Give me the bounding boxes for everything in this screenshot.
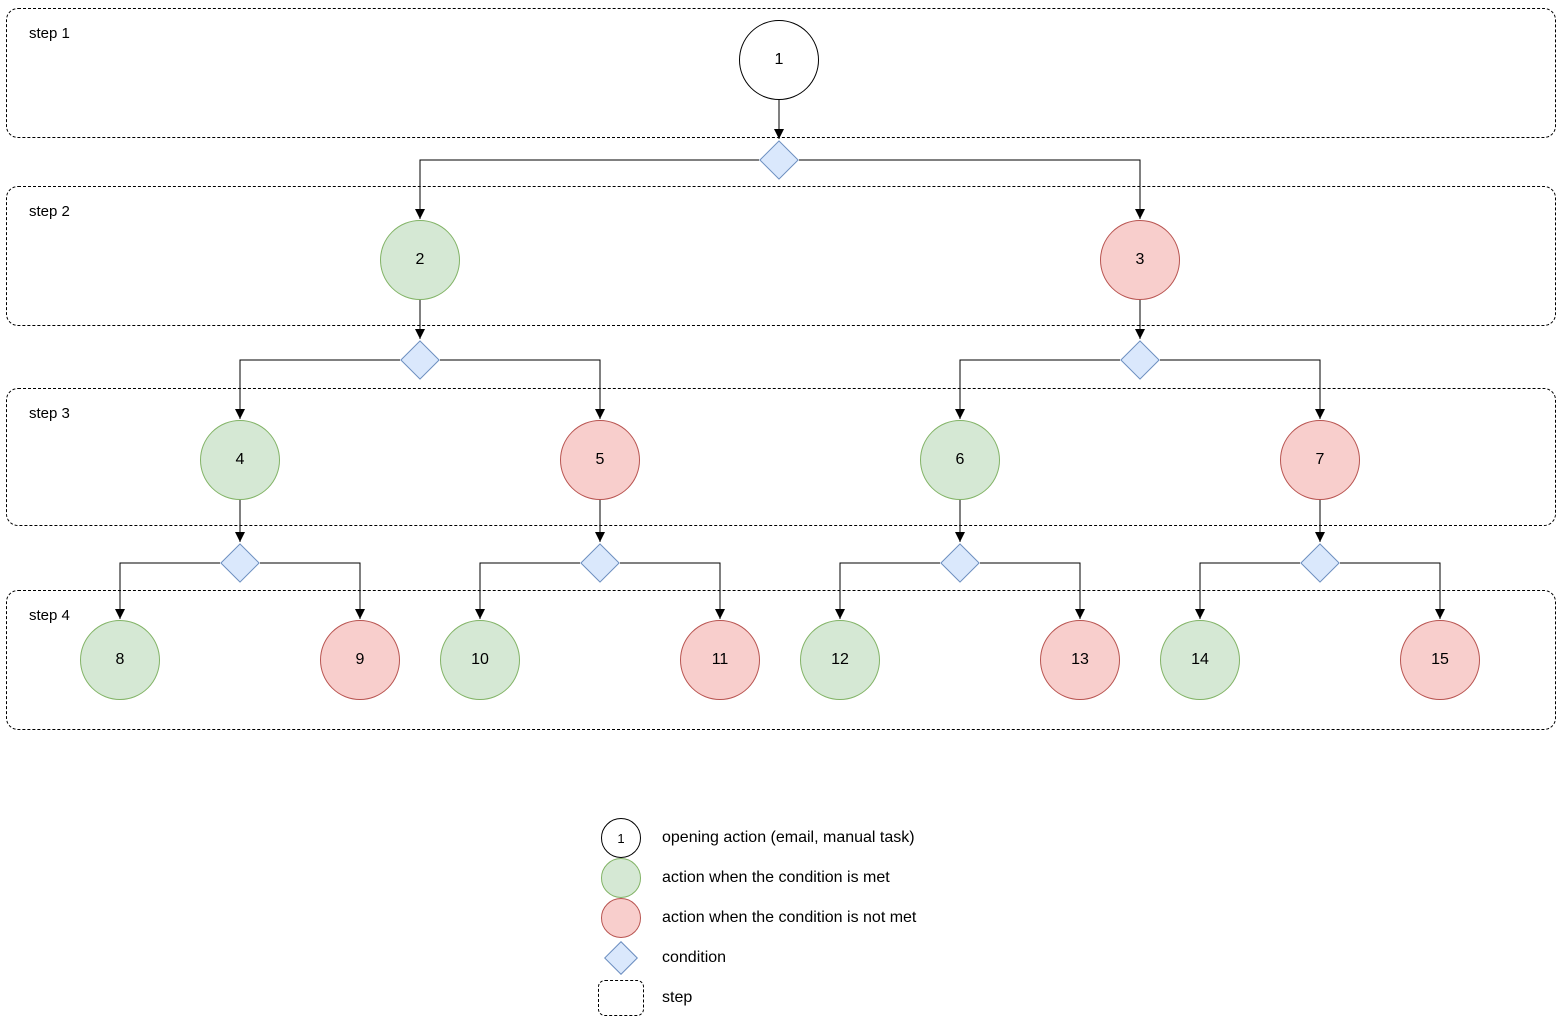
- step-4-label: step 4: [29, 607, 70, 624]
- legend-item-step: step: [598, 978, 916, 1018]
- legend-met-label: action when the condition is met: [662, 869, 890, 886]
- step-2-box: step 2: [6, 186, 1556, 326]
- legend-item-opening: 1 opening action (email, manual task): [598, 818, 916, 858]
- node-7: 7: [1280, 420, 1360, 500]
- node-8: 8: [80, 620, 160, 700]
- node-5: 5: [560, 420, 640, 500]
- step-1-label: step 1: [29, 25, 70, 42]
- node-1: 1: [739, 20, 819, 100]
- legend-opening-label: opening action (email, manual task): [662, 829, 915, 846]
- legend-item-not-met: action when the condition is not met: [598, 898, 916, 938]
- node-3: 3: [1100, 220, 1180, 300]
- legend: 1 opening action (email, manual task) ac…: [598, 818, 916, 1018]
- node-12: 12: [800, 620, 880, 700]
- node-13: 13: [1040, 620, 1120, 700]
- node-10: 10: [440, 620, 520, 700]
- legend-met-circle-icon: [601, 858, 641, 898]
- node-2: 2: [380, 220, 460, 300]
- step-2-label: step 2: [29, 203, 70, 220]
- legend-item-condition: condition: [598, 938, 916, 978]
- legend-not-met-label: action when the condition is not met: [662, 909, 917, 926]
- legend-item-met: action when the condition is met: [598, 858, 916, 898]
- legend-step-label: step: [662, 989, 693, 1006]
- legend-step-box-icon: [598, 980, 644, 1016]
- step-3-label: step 3: [29, 405, 70, 422]
- legend-condition-diamond-icon: [604, 941, 638, 975]
- legend-opening-circle-icon: 1: [601, 818, 641, 858]
- node-11: 11: [680, 620, 760, 700]
- legend-condition-label: condition: [662, 949, 727, 966]
- node-9: 9: [320, 620, 400, 700]
- node-14: 14: [1160, 620, 1240, 700]
- node-15: 15: [1400, 620, 1480, 700]
- legend-not-met-circle-icon: [601, 898, 641, 938]
- node-6: 6: [920, 420, 1000, 500]
- step-4-box: step 4: [6, 590, 1556, 730]
- node-4: 4: [200, 420, 280, 500]
- step-3-box: step 3: [6, 388, 1556, 526]
